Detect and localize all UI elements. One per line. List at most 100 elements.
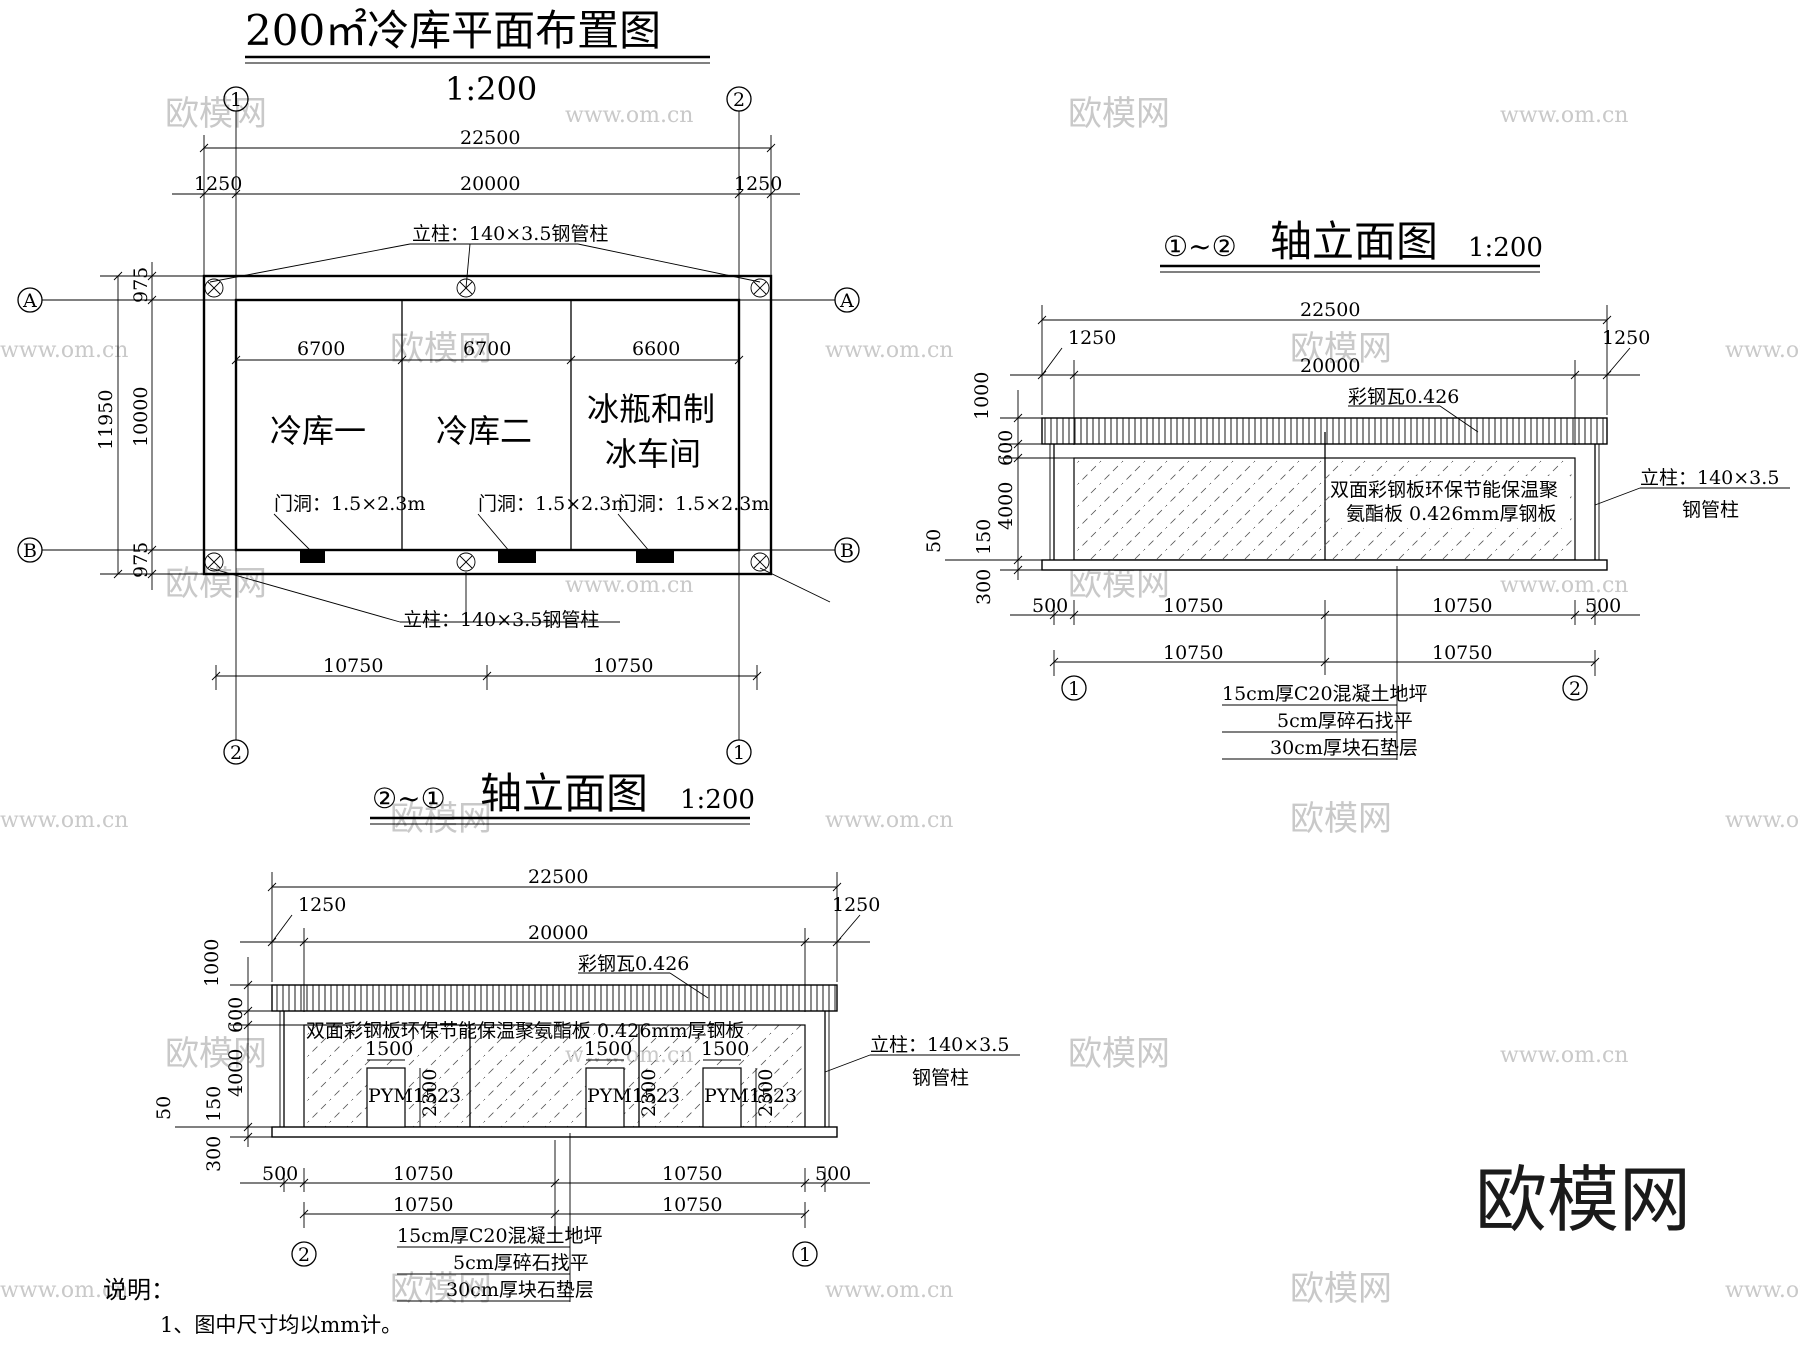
elevation-title-axes: ①~② <box>1163 230 1237 263</box>
panel-note: 双面彩钢板环保节能保温聚氨酯板 0.426mm厚钢板 <box>306 1020 744 1042</box>
axis-label: 1 <box>1068 678 1080 700</box>
door-opening <box>636 550 674 563</box>
layer-note: 30cm厚块石垫层 <box>1270 737 1418 759</box>
dim-room2: 6700 <box>463 338 511 360</box>
floor-plan: 200㎡冷库平面布置图 1:200 1 2 22500 1250 20000 1… <box>17 6 860 765</box>
general-notes: 说明： 1、图中尺寸均以mm计。 <box>103 1276 402 1337</box>
dim-v: 1000 <box>971 372 993 420</box>
plan-title: 200㎡冷库平面布置图 <box>245 6 661 55</box>
door-pym1523 <box>702 1067 742 1128</box>
dim-v: 4000 <box>995 482 1017 530</box>
dim-bottom-left: 10750 <box>323 655 383 677</box>
elevation-scale: 1:200 <box>1468 233 1543 263</box>
door-opening <box>300 550 325 563</box>
column-note-2: 钢管柱 <box>912 1067 969 1089</box>
dim-bottom-offset: 975 <box>130 542 152 578</box>
watermark-brand: 欧模网 <box>1068 94 1170 134</box>
dim-h: 500 <box>1585 595 1621 617</box>
axis-bubble-2 <box>1562 675 1588 701</box>
dim-v: 300 <box>203 1136 225 1172</box>
watermark-url: www.om.cn <box>565 103 693 128</box>
dim-v: 150 <box>973 519 995 555</box>
layer-note: 30cm厚块石垫层 <box>446 1279 594 1301</box>
axis-label: 2 <box>1569 678 1581 700</box>
watermark-brand: 欧模网 <box>165 94 267 134</box>
axis-label: 2 <box>733 89 745 111</box>
dim-v: 600 <box>995 430 1017 466</box>
column-note-bottom: 立柱：140×3.5钢管柱 <box>403 609 599 631</box>
door-note: 门洞：1.5×2.3m <box>274 493 425 515</box>
layer-note: 5cm厚碎石找平 <box>1277 710 1413 732</box>
door-width: 1500 <box>584 1038 632 1060</box>
dim-h: 10750 <box>393 1163 453 1185</box>
dim-v: 4000 <box>225 1049 247 1097</box>
column-note-2: 钢管柱 <box>1682 499 1739 521</box>
ground-slab <box>271 1126 838 1138</box>
room-name: 冷库二 <box>436 412 532 450</box>
axis-label: 2 <box>298 1244 310 1266</box>
dim-overall: 22500 <box>460 127 520 149</box>
dim-top-offset: 975 <box>130 267 152 303</box>
panel-note-1: 双面彩钢板环保节能保温聚 <box>1330 479 1558 501</box>
dim-overall: 22500 <box>1300 299 1360 321</box>
door-opening <box>498 550 536 563</box>
watermark-brand: 欧模网 <box>165 1034 267 1074</box>
axis-label: 1 <box>230 89 242 111</box>
door-note: 门洞：1.5×2.3m <box>478 493 629 515</box>
door-height: 2300 <box>755 1069 777 1117</box>
column-note-top: 立柱：140×3.5钢管柱 <box>412 223 608 245</box>
dim-middle: 20000 <box>1300 355 1360 377</box>
room-name: 冰车间 <box>605 435 701 473</box>
plan-scale: 1:200 <box>445 70 537 108</box>
dim-h: 10750 <box>662 1194 722 1216</box>
watermark-url: www.om.cn <box>0 808 128 833</box>
dim-h: 10750 <box>1432 595 1492 617</box>
watermark-brand: 欧模网 <box>390 1269 492 1309</box>
axis-bubble-1 <box>792 1241 818 1267</box>
dim-left-overhang: 1250 <box>298 894 346 916</box>
elevation-2-1: ②~① 轴立面图 1:200 22500 1250 20000 1250 彩钢瓦… <box>153 769 1020 1302</box>
watermark-brand: 欧模网 <box>1290 799 1392 839</box>
watermarks: 欧模网 www.om.cn 欧模网 www.om.cn www.om.cn 欧模… <box>0 94 1800 1309</box>
watermark-logo: 欧模网 <box>1475 1158 1691 1242</box>
elevation-title: 轴立面图 <box>1270 217 1438 266</box>
door-pym1523 <box>585 1067 625 1128</box>
watermark-url: www.om.cn <box>1500 573 1628 598</box>
axis-label: A <box>839 290 854 312</box>
dim-inner-depth: 10000 <box>130 387 152 447</box>
column-markers <box>204 278 770 572</box>
dim-bottom-right: 10750 <box>593 655 653 677</box>
watermark-url: www.om.cn <box>825 808 953 833</box>
watermark-url: www.om.cn <box>0 338 128 363</box>
dim-v: 50 <box>153 1096 175 1120</box>
roof-sheeting <box>271 984 838 1012</box>
room-name: 冷库一 <box>270 412 366 450</box>
room-name: 冰瓶和制 <box>587 390 715 428</box>
dim-h: 500 <box>1032 595 1068 617</box>
watermark-url: www.om.cn <box>565 573 693 598</box>
roof-note: 彩钢瓦0.426 <box>578 953 689 975</box>
axis-bubble-2 <box>291 1241 317 1267</box>
dim-room1: 6700 <box>297 338 345 360</box>
elevation-scale: 1:200 <box>680 785 755 815</box>
dim-middle: 20000 <box>460 173 520 195</box>
dim-right-overhang: 1250 <box>734 173 782 195</box>
dim-right-overhang: 1250 <box>832 894 880 916</box>
elevation-title-axes: ②~① <box>372 782 446 815</box>
watermark-url: www.om.cn <box>1500 103 1628 128</box>
watermark-url: www.om.cn <box>0 1278 128 1303</box>
dim-h: 500 <box>262 1163 298 1185</box>
watermark-brand: 欧模网 <box>1290 1269 1392 1309</box>
column-note-1: 立柱：140×3.5 <box>870 1034 1009 1056</box>
dim-total-depth: 11950 <box>95 390 117 450</box>
door-width: 1500 <box>365 1038 413 1060</box>
axis-bubble-2 <box>223 739 249 765</box>
notes-heading: 说明： <box>103 1276 175 1304</box>
notes-item: 1、图中尺寸均以mm计。 <box>160 1313 402 1337</box>
watermark-url: www.om.cn <box>825 1278 953 1303</box>
elevation-title: 轴立面图 <box>480 769 648 818</box>
dim-h: 10750 <box>1163 642 1223 664</box>
dim-h: 500 <box>815 1163 851 1185</box>
watermark-url: www.om.cn <box>825 338 953 363</box>
